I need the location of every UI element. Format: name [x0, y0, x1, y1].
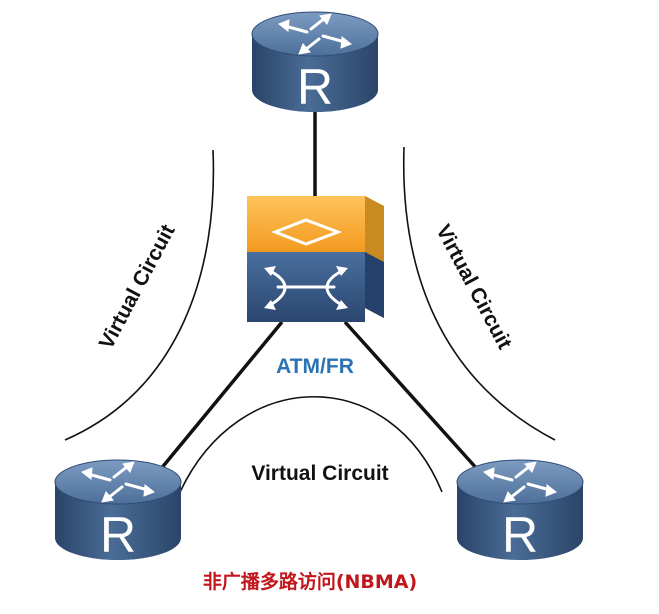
- router-top: R: [250, 10, 380, 115]
- link-switch-to-bottom-left: [158, 320, 284, 472]
- vc-curve-bottom: [179, 396, 443, 493]
- atm-fr-switch: [247, 196, 384, 322]
- vc-curve-right: [402, 146, 556, 441]
- router-glyph: R: [297, 59, 333, 115]
- router-glyph: R: [502, 507, 538, 563]
- vc-label-left: Virtual Circuit: [95, 221, 180, 353]
- atm-switch-icon: [247, 196, 384, 322]
- router-bottom-right: R: [455, 458, 585, 563]
- router-bottom-left: R: [53, 458, 183, 563]
- vc-label-right: Virtual Circuit: [431, 221, 516, 353]
- vc-curve-left: [64, 149, 215, 441]
- network-links: [158, 105, 480, 472]
- switch-label: ATM/FR: [276, 355, 354, 378]
- link-switch-to-bottom-right: [343, 320, 480, 472]
- network-type-label: 非广播多路访问(NBMA): [203, 570, 417, 593]
- vc-label-bottom: Virtual Circuit: [251, 462, 388, 485]
- virtual-circuit-curves: [64, 146, 556, 493]
- router-glyph: R: [100, 507, 136, 563]
